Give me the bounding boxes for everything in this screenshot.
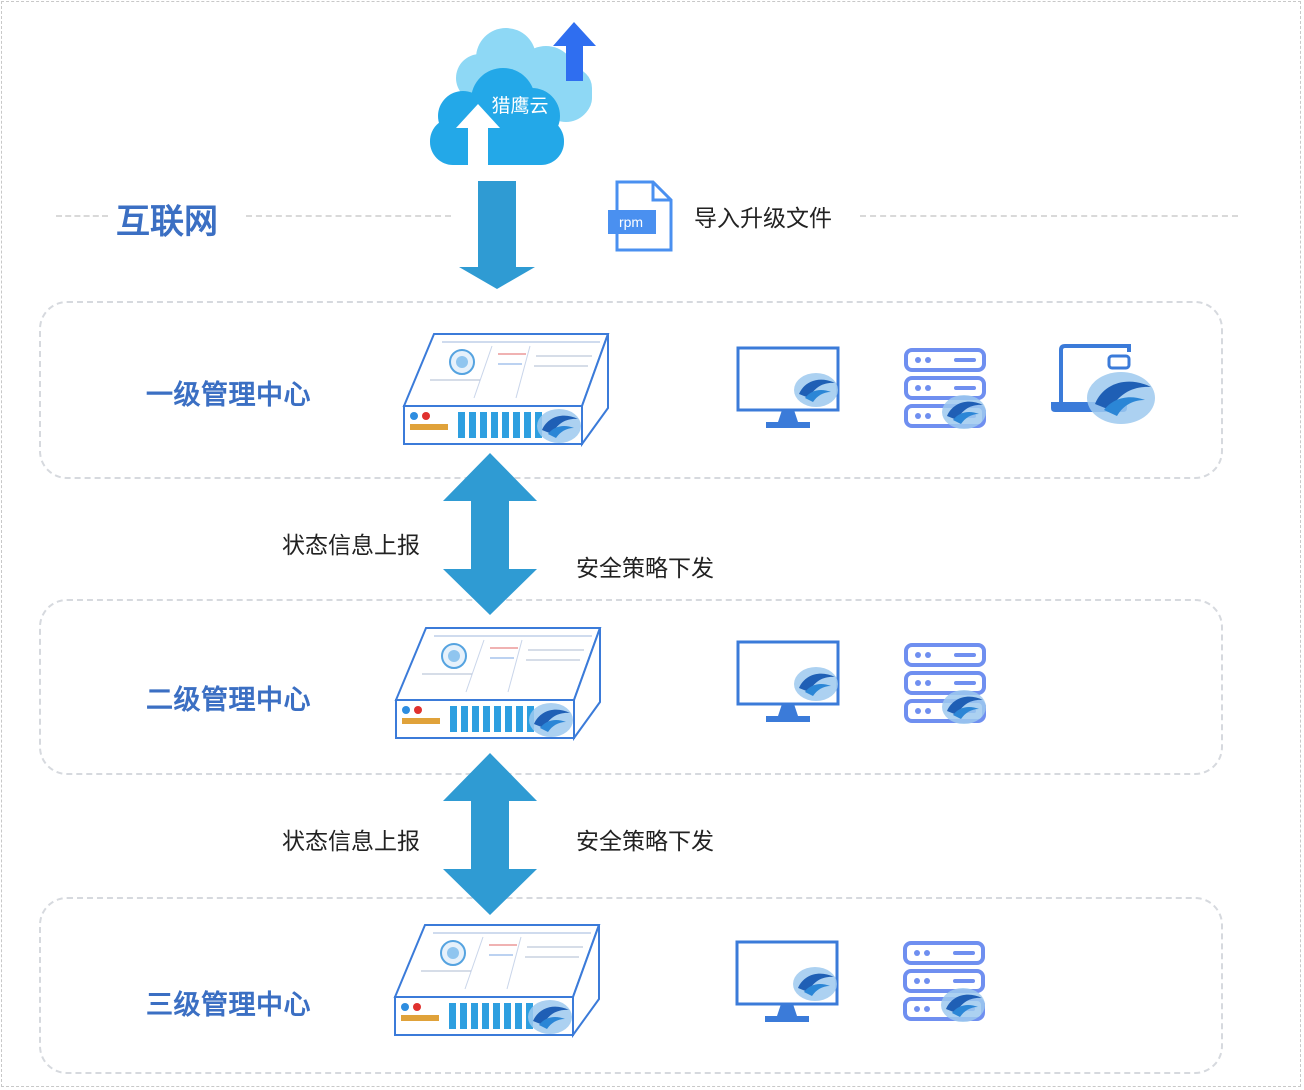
flow-1-down-label: 安全策略下发 <box>576 556 714 582</box>
flow-arrow-1 <box>443 453 537 615</box>
level-2-panel <box>39 599 1223 775</box>
level-1-panel <box>39 301 1223 479</box>
internet-divider-right <box>860 215 1238 217</box>
server-stack-icon <box>904 348 986 429</box>
server-stack-icon <box>904 643 986 724</box>
server-stack-icon <box>903 941 985 1022</box>
flow-2-up-label: 状态信息上报 <box>282 829 420 855</box>
appliance-icon <box>393 924 601 1039</box>
rpm-file-ext: rpm <box>619 214 643 230</box>
flow-2-down-label: 安全策略下发 <box>576 829 714 855</box>
level-2-label: 二级管理中心 <box>146 685 311 716</box>
laptop-icon <box>1051 344 1155 424</box>
flow-arrow-2 <box>443 753 537 915</box>
internet-label: 互联网 <box>116 202 218 242</box>
cloud-label: 猎鹰云 <box>491 95 548 117</box>
appliance-icon <box>394 627 602 742</box>
monitor-icon <box>736 640 840 722</box>
level-3-panel <box>39 897 1223 1074</box>
monitor-icon <box>735 940 839 1022</box>
appliance-icon <box>402 333 610 448</box>
cloud-upload-icon: 猎鹰云 <box>430 22 596 166</box>
flow-1-up-label: 状态信息上报 <box>282 533 420 559</box>
internet-divider-mid <box>246 215 451 217</box>
internet-divider-left <box>56 215 108 217</box>
level-1-label: 一级管理中心 <box>146 380 311 411</box>
rpm-file-icon: rpm <box>608 180 673 252</box>
download-arrow <box>459 181 535 289</box>
import-label: 导入升级文件 <box>694 206 832 232</box>
level-3-label: 三级管理中心 <box>146 990 311 1021</box>
monitor-icon <box>736 346 840 428</box>
